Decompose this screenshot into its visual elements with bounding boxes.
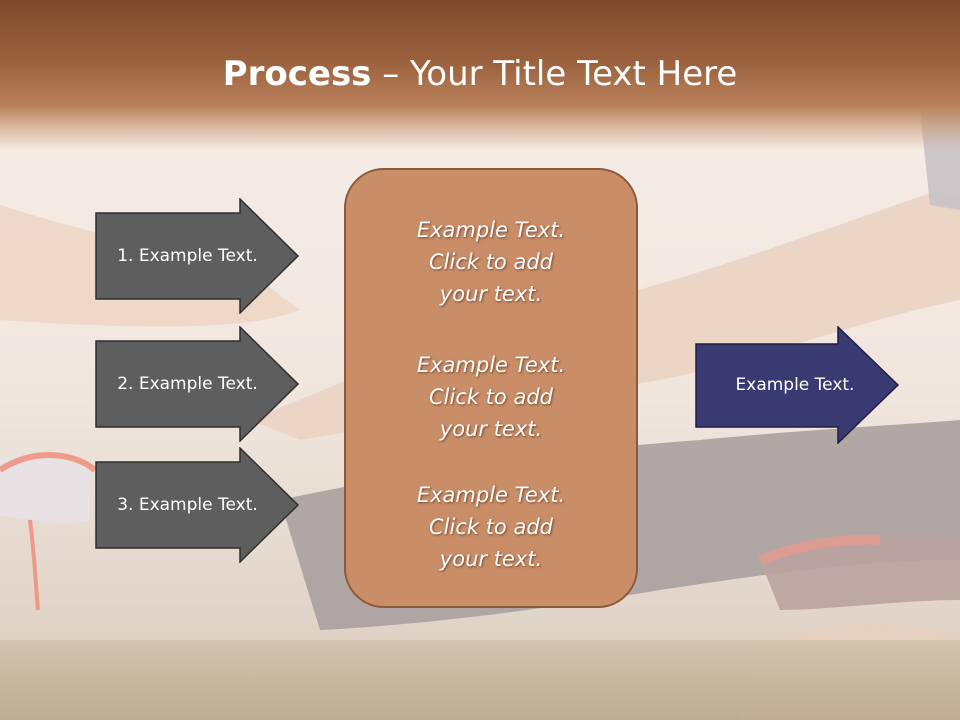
center-text-box[interactable]: Example Text. Click to add your text. Ex…	[344, 168, 638, 608]
step-arrow-2[interactable]: 2. Example Text.	[95, 326, 300, 442]
step-arrow-1[interactable]: 1. Example Text.	[95, 198, 300, 314]
page-title: Process – Your Title Text Here	[0, 52, 960, 96]
step-label-3: 3. Example Text.	[117, 495, 258, 515]
arrow-shape	[95, 198, 300, 314]
block-line: Click to add	[428, 515, 553, 539]
step-label-1: 1. Example Text.	[117, 246, 258, 266]
block-line: your text.	[439, 282, 543, 306]
title-bold: Process	[222, 54, 372, 94]
title-bar	[0, 0, 960, 150]
result-label: Example Text.	[735, 375, 855, 395]
arrow-shape	[695, 326, 900, 444]
title-rest: – Your Title Text Here	[371, 54, 738, 94]
text-block-1: Example Text. Click to add your text.	[346, 214, 636, 310]
block-line: Example Text.	[416, 218, 566, 242]
block-line: your text.	[439, 547, 543, 571]
arrow-shape	[95, 326, 300, 442]
block-line: Example Text.	[416, 353, 566, 377]
result-arrow[interactable]: Example Text.	[695, 326, 900, 444]
block-line: Click to add	[428, 250, 553, 274]
arrow-shape	[95, 447, 300, 563]
block-line: Example Text.	[416, 483, 566, 507]
block-line: Click to add	[428, 385, 553, 409]
block-line: your text.	[439, 417, 543, 441]
text-block-3: Example Text. Click to add your text.	[346, 479, 636, 575]
step-label-2: 2. Example Text.	[117, 374, 258, 394]
step-arrow-3[interactable]: 3. Example Text.	[95, 447, 300, 563]
text-block-2: Example Text. Click to add your text.	[346, 349, 636, 445]
